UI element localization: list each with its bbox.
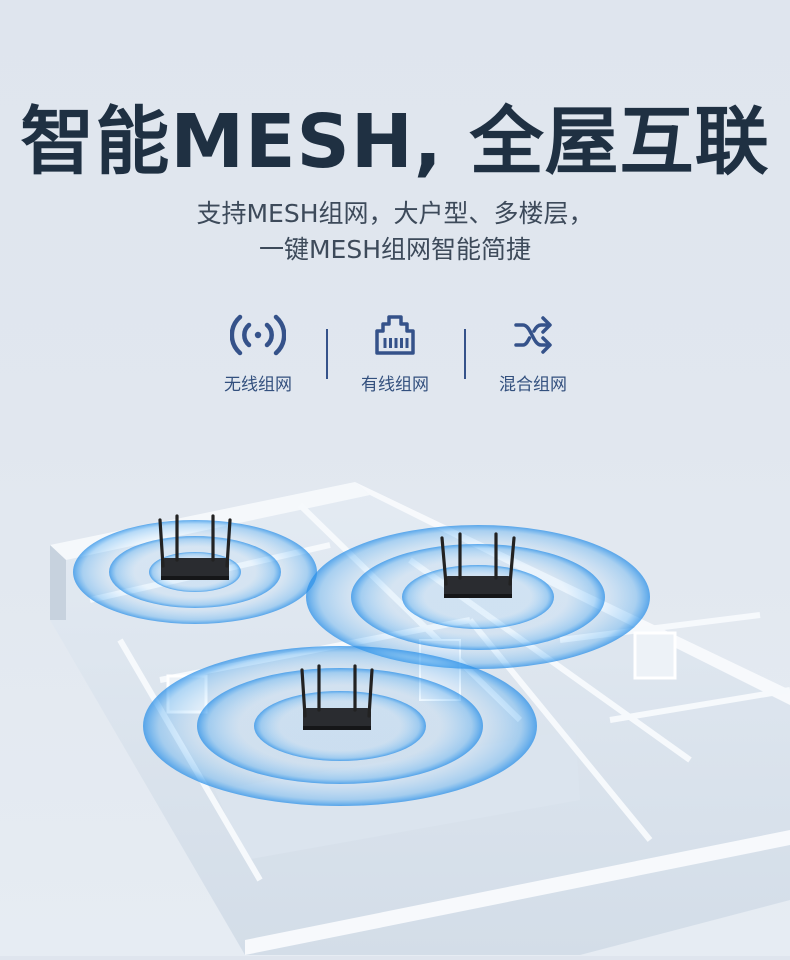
feature-hybrid: 混合组网: [473, 310, 593, 395]
shuffle-icon: [473, 310, 593, 360]
feature-wireless: 无线组网: [198, 310, 318, 395]
mesh-floorplan-illustration: [0, 440, 790, 956]
headline: 智能MESH, 全屋互联: [20, 99, 770, 185]
router: [300, 664, 374, 730]
divider: [464, 329, 466, 379]
feature-label: 混合组网: [499, 375, 567, 395]
subtitle-line-1: 支持MESH组网，大户型、多楼层，: [196, 199, 594, 228]
wireless-signal-icon: [198, 310, 318, 360]
subtitle-line-2: 一键MESH组网智能简捷: [258, 235, 532, 264]
divider: [326, 329, 328, 379]
feature-label: 有线组网: [361, 375, 429, 395]
router: [158, 514, 232, 580]
feature-label: 无线组网: [224, 375, 292, 395]
ethernet-port-icon: [335, 310, 455, 360]
router: [440, 532, 516, 598]
feature-wired: 有线组网: [335, 310, 455, 395]
feature-row: 无线组网 有线组网: [190, 310, 600, 400]
